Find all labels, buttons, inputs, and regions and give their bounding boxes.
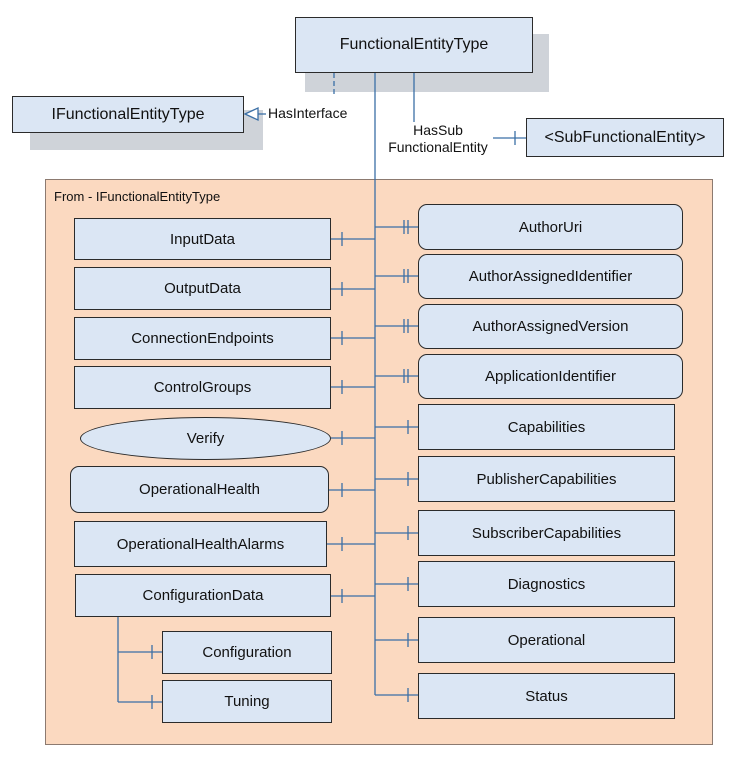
has-sub-label-line2: FunctionalEntity bbox=[388, 139, 488, 155]
output-data-label: OutputData bbox=[164, 280, 241, 297]
capabilities-label: Capabilities bbox=[507, 418, 586, 436]
operational-node[interactable]: Operational bbox=[418, 617, 675, 663]
publisher-capabilities-node[interactable]: PublisherCapabilities bbox=[418, 456, 675, 502]
input-data-label: InputData bbox=[169, 230, 236, 248]
connection-endpoints-label: ConnectionEndpoints bbox=[131, 330, 274, 347]
interface-type-label: IFunctionalEntityType bbox=[51, 105, 205, 123]
author-assigned-version-label: AuthorAssignedVersion bbox=[472, 318, 629, 335]
has-sub-label-line1: HasSub bbox=[413, 122, 463, 138]
diagnostics-node[interactable]: Diagnostics bbox=[418, 561, 675, 607]
author-uri-label: AuthorUri bbox=[518, 218, 583, 236]
interface-arrow-icon bbox=[243, 106, 259, 122]
author-assigned-identifier-node[interactable]: AuthorAssignedIdentifier bbox=[418, 254, 683, 299]
subscriber-capabilities-label: SubscriberCapabilities bbox=[471, 524, 622, 542]
has-interface-label: HasInterface bbox=[266, 105, 350, 122]
control-groups-label: ControlGroups bbox=[153, 379, 252, 396]
output-data-node[interactable]: OutputData bbox=[74, 267, 331, 310]
verify-label: Verify bbox=[186, 430, 225, 447]
configuration-data-label: ConfigurationData bbox=[142, 587, 264, 604]
application-identifier-label: ApplicationIdentifier bbox=[485, 368, 616, 385]
status-node[interactable]: Status bbox=[418, 673, 675, 719]
interface-type-node[interactable]: IFunctionalEntityType bbox=[12, 96, 244, 133]
diagnostics-label: Diagnostics bbox=[507, 575, 586, 593]
functional-entity-type-node[interactable]: FunctionalEntityType bbox=[295, 17, 533, 73]
connection-endpoints-node[interactable]: ConnectionEndpoints bbox=[74, 317, 331, 360]
operational-health-alarms-node[interactable]: OperationalHealthAlarms bbox=[74, 521, 327, 567]
status-label: Status bbox=[525, 687, 568, 705]
configuration-label: Configuration bbox=[202, 644, 292, 661]
configuration-data-node[interactable]: ConfigurationData bbox=[75, 574, 331, 617]
control-groups-node[interactable]: ControlGroups bbox=[74, 366, 331, 409]
publisher-capabilities-label: PublisherCapabilities bbox=[476, 470, 617, 488]
operational-health-alarms-label: OperationalHealthAlarms bbox=[116, 535, 285, 553]
configuration-node[interactable]: Configuration bbox=[162, 631, 332, 674]
application-identifier-node[interactable]: ApplicationIdentifier bbox=[418, 354, 683, 399]
panel-title: From - IFunctionalEntityType bbox=[54, 189, 221, 204]
author-uri-node[interactable]: AuthorUri bbox=[418, 204, 683, 250]
verify-method-node[interactable]: Verify bbox=[80, 417, 331, 460]
input-data-node[interactable]: InputData bbox=[74, 218, 331, 260]
tuning-label: Tuning bbox=[224, 693, 270, 710]
operational-health-label: OperationalHealth bbox=[139, 481, 260, 498]
functional-entity-type-label: FunctionalEntityType bbox=[339, 36, 489, 53]
subscriber-capabilities-node[interactable]: SubscriberCapabilities bbox=[418, 510, 675, 556]
has-sub-functional-entity-label: HasSub FunctionalEntity bbox=[383, 122, 493, 158]
operational-label: Operational bbox=[507, 631, 586, 649]
sub-functional-entity-node[interactable]: <SubFunctionalEntity> bbox=[526, 118, 724, 157]
operational-health-node[interactable]: OperationalHealth bbox=[70, 466, 329, 513]
capabilities-node[interactable]: Capabilities bbox=[418, 404, 675, 450]
author-assigned-version-node[interactable]: AuthorAssignedVersion bbox=[418, 304, 683, 349]
tuning-node[interactable]: Tuning bbox=[162, 680, 332, 723]
sub-functional-entity-label: <SubFunctionalEntity> bbox=[544, 128, 706, 146]
author-assigned-identifier-label: AuthorAssignedIdentifier bbox=[468, 268, 633, 285]
